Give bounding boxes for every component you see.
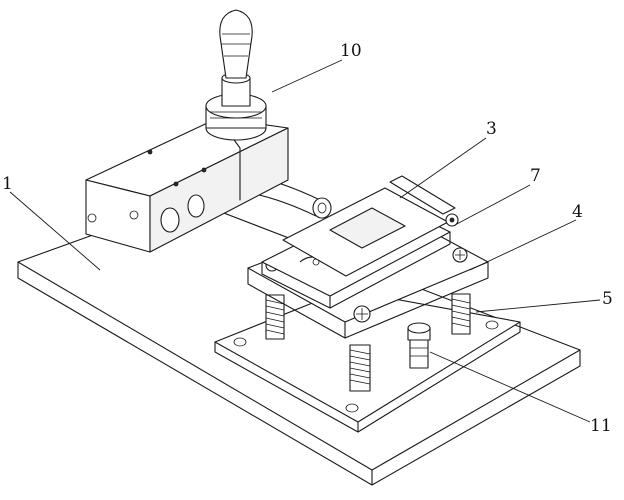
callout-10: 10 xyxy=(340,41,362,61)
callout-3: 3 xyxy=(486,119,497,139)
leader-lines xyxy=(9,59,601,423)
callout-7: 7 xyxy=(530,166,541,186)
adjusting-bolt xyxy=(407,322,431,369)
callout-11: 11 xyxy=(590,416,612,436)
spring-front xyxy=(349,344,371,392)
spring-left xyxy=(265,294,285,340)
callout-5: 5 xyxy=(602,289,613,309)
springs xyxy=(265,293,471,392)
valve-handle xyxy=(205,9,267,141)
callout-1: 1 xyxy=(2,174,13,194)
callout-4: 4 xyxy=(572,202,583,222)
spring-right xyxy=(451,293,471,335)
cover-plate xyxy=(282,175,459,277)
